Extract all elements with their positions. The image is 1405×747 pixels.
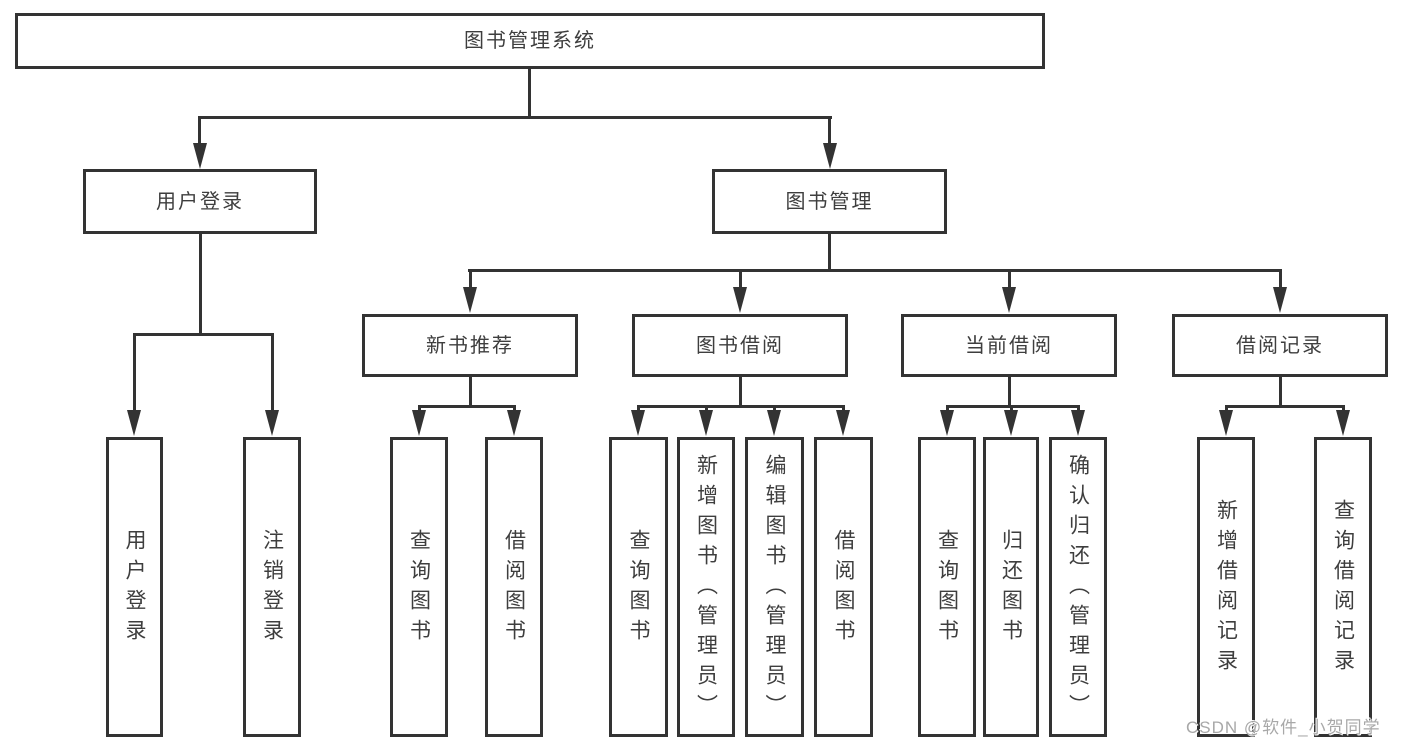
arrow-down-icon [1273,287,1287,313]
leaf-user-login: 用户登录 [106,437,163,737]
connector-stem-leaf [946,405,949,414]
arrow-down-icon [767,410,781,436]
arrow-down-icon [631,410,645,436]
connector-stem-leaf [1010,405,1013,414]
arrow-down-icon [1071,410,1085,436]
arrow-down-icon [1004,410,1018,436]
connector-book-borrowing-trunk [739,377,742,408]
node-book-management: 图书管理 [712,169,947,234]
connector-stem-leaf [1342,405,1345,414]
connector-stem-current-borrowing [1008,269,1011,290]
connector-book-borrowing-branch [637,405,845,408]
leaf-query-books: 查询图书 [918,437,976,737]
arrow-down-icon [127,410,141,436]
watermark: CSDN @软件_小贺同学 [1186,718,1381,737]
connector-user-login-trunk [199,234,202,336]
connector-stem-book-borrowing [739,269,742,290]
arrow-down-icon [1219,410,1233,436]
connector-stem-leaf [1077,405,1080,414]
connector-stem-leaf [418,405,421,414]
node-new-book-recommend: 新书推荐 [362,314,578,377]
arrow-down-icon [836,410,850,436]
arrow-down-icon [699,410,713,436]
connector-root-branch [198,116,832,119]
connector-root-trunk [528,68,531,119]
leaf-edit-books-admin: 编辑图书（管理员） [745,437,804,737]
node-borrowing-records: 借阅记录 [1172,314,1388,377]
connector-stem-leaf [773,405,776,414]
connector-stem-book-management [828,116,831,146]
arrow-down-icon [463,287,477,313]
connector-stem-user-login [198,116,201,146]
leaf-confirm-return-admin: 确认归还（管理员） [1049,437,1107,737]
arrow-down-icon [823,143,837,169]
node-book-borrowing: 图书借阅 [632,314,848,377]
arrow-down-icon [412,410,426,436]
arrow-down-icon [507,410,521,436]
connector-stem-leaf [1225,405,1228,414]
leaf-return-books: 归还图书 [983,437,1039,737]
leaf-query-books: 查询图书 [390,437,448,737]
connector-stem-new-book-recommend [469,269,472,290]
node-root-book-management-system: 图书管理系统 [15,13,1045,69]
node-user-login: 用户登录 [83,169,317,234]
arrow-down-icon [193,143,207,169]
arrow-down-icon [265,410,279,436]
connector-book-management-branch [468,269,1282,272]
connector-stem-leaf [842,405,845,414]
arrow-down-icon [1002,287,1016,313]
connector-book-management-trunk [828,234,831,272]
leaf-query-borrow-record: 查询借阅记录 [1314,437,1372,737]
arrow-down-icon [940,410,954,436]
leaf-logout: 注销登录 [243,437,301,737]
connector-stem-borrowing-records [1279,269,1282,290]
leaf-add-books-admin: 新增图书（管理员） [677,437,735,737]
connector-stem-leaf [705,405,708,414]
connector-stem-leaf [637,405,640,414]
connector-new-book-branch [418,405,516,408]
connector-user-login-branch [133,333,274,336]
connector-borrowing-records-branch [1225,405,1344,408]
connector-stem-leaf-logout [271,333,274,413]
node-current-borrowing: 当前借阅 [901,314,1117,377]
connector-new-book-trunk [469,377,472,408]
leaf-add-borrow-record: 新增借阅记录 [1197,437,1255,737]
leaf-borrow-books: 借阅图书 [485,437,543,737]
arrow-down-icon [733,287,747,313]
connector-current-borrowing-trunk [1008,377,1011,408]
connector-stem-leaf [513,405,516,414]
leaf-borrow-books: 借阅图书 [814,437,873,737]
connector-stem-leaf-user-login [133,333,136,413]
connector-borrowing-records-trunk [1279,377,1282,408]
leaf-query-books: 查询图书 [609,437,668,737]
arrow-down-icon [1336,410,1350,436]
